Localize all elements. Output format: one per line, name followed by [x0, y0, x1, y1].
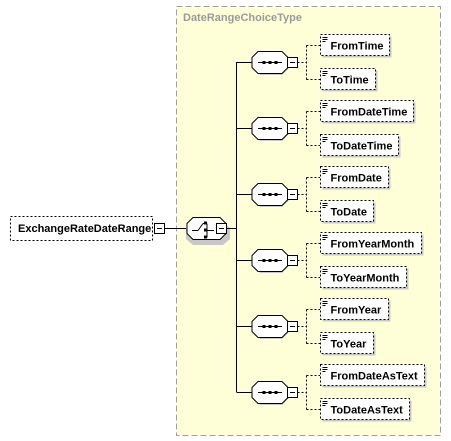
element-marker-icon [322, 137, 328, 142]
sequence-collapse-toggle[interactable] [287, 189, 298, 200]
sequence-groups: FromTimeToTimeFromDateTimeToDateTimeFrom… [236, 34, 427, 422]
schema-element-label: ToDateTime [331, 141, 393, 153]
sequence-icon [258, 61, 282, 64]
schema-element[interactable]: FromTime [320, 34, 392, 58]
schema-element-label: FromYearMonth [331, 239, 415, 251]
element-marker-icon [322, 37, 328, 42]
schema-element[interactable]: FromYearMonth [320, 232, 424, 256]
element-marker-icon [322, 269, 328, 274]
element-marker-icon [322, 401, 328, 406]
schema-element-label: ToDateAsText [331, 405, 404, 417]
schema-element[interactable]: ToDateAsText [320, 398, 412, 422]
element-marker-icon [322, 71, 328, 76]
root-collapse-toggle[interactable] [154, 223, 165, 234]
schema-element[interactable]: FromDateTime [320, 100, 416, 124]
root-element[interactable]: ExchangeRateDateRange [10, 216, 153, 241]
element-marker-icon [322, 301, 328, 306]
element-marker-icon [322, 103, 328, 108]
schema-element[interactable]: ToYearMonth [320, 266, 409, 290]
schema-element[interactable]: FromYear [320, 298, 391, 322]
schema-element-label: ToYear [331, 339, 368, 351]
schema-element-label: FromDate [331, 173, 382, 185]
sequence-icon [258, 127, 282, 130]
sequence-compositor[interactable] [251, 117, 290, 142]
element-marker-icon [322, 203, 328, 208]
sequence-collapse-toggle[interactable] [287, 321, 298, 332]
schema-element[interactable]: ToYear [320, 332, 376, 356]
sequence-collapse-toggle[interactable] [287, 387, 298, 398]
schema-element[interactable]: FromDateAsText [320, 364, 427, 388]
schema-element[interactable]: ToDateTime [320, 134, 401, 158]
schema-element-label: FromYear [331, 305, 382, 317]
type-label: DateRangeChoiceType [183, 12, 302, 24]
choice-collapse-toggle[interactable] [216, 223, 227, 234]
sequence-icon [258, 259, 282, 262]
sequence-compositor[interactable] [251, 249, 290, 274]
sequence-collapse-toggle[interactable] [287, 57, 298, 68]
element-marker-icon [322, 367, 328, 372]
schema-element-label: ToDate [331, 207, 367, 219]
schema-element[interactable]: ToTime [320, 68, 378, 92]
sequence-collapse-toggle[interactable] [287, 123, 298, 134]
sequence-icon [258, 325, 282, 328]
schema-element[interactable]: FromDate [320, 166, 391, 190]
sequence-compositor[interactable] [251, 51, 290, 76]
schema-element-label: FromDateTime [331, 107, 408, 119]
element-marker-icon [322, 335, 328, 340]
schema-element-label: FromTime [331, 41, 384, 53]
element-marker-icon [322, 169, 328, 174]
choice-icon [192, 221, 214, 239]
schema-element-label: ToTime [331, 75, 369, 87]
schema-element-label: ToYearMonth [331, 273, 400, 285]
schema-element[interactable]: ToDate [320, 200, 376, 224]
sequence-compositor[interactable] [251, 381, 290, 406]
root-element-label: ExchangeRateDateRange [18, 223, 151, 235]
sequence-compositor[interactable] [251, 315, 290, 340]
sequence-icon [258, 193, 282, 196]
element-marker-icon [322, 235, 328, 240]
sequence-collapse-toggle[interactable] [287, 255, 298, 266]
sequence-icon [258, 391, 282, 394]
sequence-compositor[interactable] [251, 183, 290, 208]
schema-element-label: FromDateAsText [331, 371, 419, 383]
